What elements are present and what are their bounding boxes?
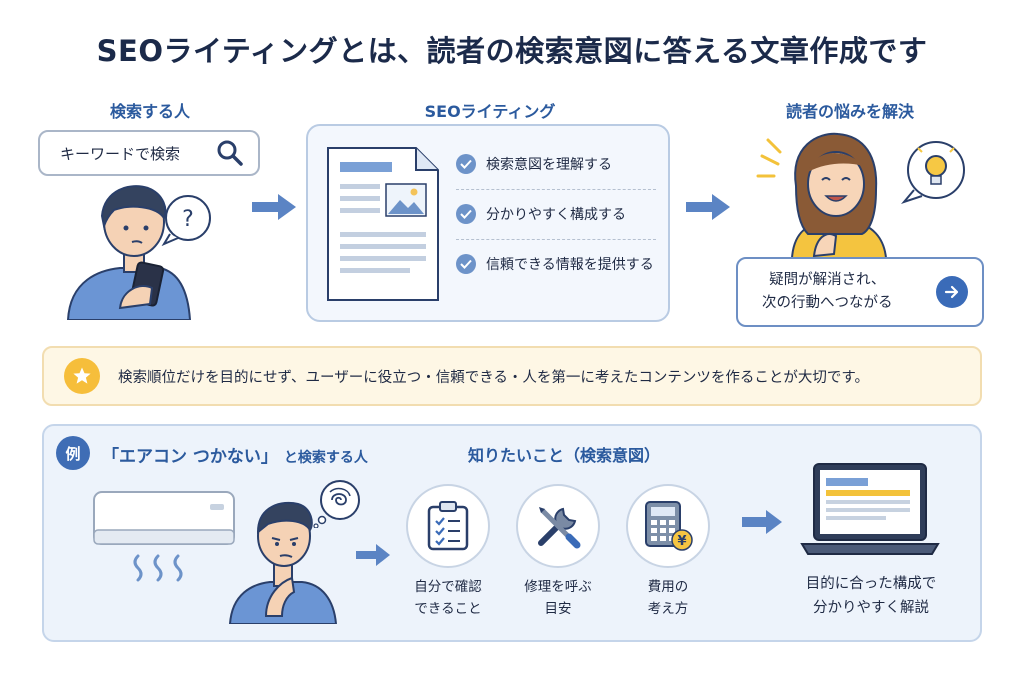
checklist-item: 分かりやすく構成する [456, 204, 656, 224]
question-mark: ? [182, 207, 194, 232]
arrow-right-icon [686, 194, 730, 220]
check-icon [456, 204, 476, 224]
arrow-right-icon [252, 194, 296, 220]
arrow-right-icon [356, 544, 390, 566]
tip-banner: 検索順位だけを目的にせず、ユーザーに役立つ・信頼できる・人を第一に考えたコンテン… [42, 346, 982, 406]
query-suffix: と検索する人 [283, 450, 368, 466]
writing-heading: SEOライティング [424, 102, 556, 121]
reader-heading: 読者の悩みを解決 [785, 102, 914, 121]
intent-circle-calculator: ¥ [626, 484, 710, 568]
intent-caption: 自分で確認 できること [414, 579, 482, 617]
page-title: SEOライティングとは、読者の検索意図に答える文章作成です [96, 34, 928, 68]
confused-thought-bubble-icon [313, 480, 360, 528]
yen-symbol: ¥ [677, 534, 686, 549]
resolve-next-action-box[interactable]: 疑問が解消され、 次の行動へつながる [736, 257, 984, 327]
happy-reader-illustration [756, 132, 888, 258]
lightbulb-bubble-icon [900, 141, 965, 205]
tip-text: 検索順位だけを目的にせず、ユーザーに役立つ・信頼できる・人を第一に考えたコンテン… [118, 369, 869, 386]
example-query: 「エアコン つかない」 と検索する人 [102, 442, 368, 467]
arrow-right-icon [742, 510, 782, 534]
check-icon [456, 154, 476, 174]
arrow-right-icon [944, 285, 959, 299]
intent-circle-clipboard [406, 484, 490, 568]
checklist-item: 信頼できる情報を提供する [456, 254, 656, 274]
checklist-item: 検索意図を理解する [456, 154, 656, 174]
intent-caption: 修理を呼ぶ 目安 [524, 579, 592, 617]
search-input[interactable]: キーワードで検索 [38, 130, 260, 176]
search-placeholder: キーワードで検索 [60, 144, 181, 163]
result-caption: 目的に合った構成で 分かりやすく解説 [805, 576, 937, 616]
intent-circle-tools [516, 484, 600, 568]
intent-caption: 費用の 考え方 [647, 579, 689, 617]
question-bubble-icon: ? [161, 195, 211, 247]
query-text: 「エアコン つかない」 [102, 447, 278, 467]
search-icon [217, 140, 243, 166]
document-icon [327, 147, 439, 301]
clipboard-icon [427, 501, 469, 551]
tools-icon [538, 507, 581, 549]
example-badge: 例 [56, 436, 90, 470]
intent-heading: 知りたいこと（検索意図） [468, 446, 661, 465]
laptop-icon [800, 463, 940, 555]
resolve-line-2: 次の行動へつながる [762, 295, 893, 311]
thinking-person-illustration [228, 501, 338, 624]
searching-person-illustration [66, 185, 192, 320]
divider [456, 189, 656, 190]
star-icon [64, 358, 100, 394]
calculator-icon: ¥ [645, 501, 693, 551]
searcher-heading: 検索する人 [109, 102, 190, 121]
next-arrow-button[interactable] [936, 276, 968, 308]
divider [456, 239, 656, 240]
resolve-line-1: 疑問が解消され、 [769, 272, 886, 288]
air-conditioner-icon [93, 491, 235, 582]
check-icon [456, 254, 476, 274]
